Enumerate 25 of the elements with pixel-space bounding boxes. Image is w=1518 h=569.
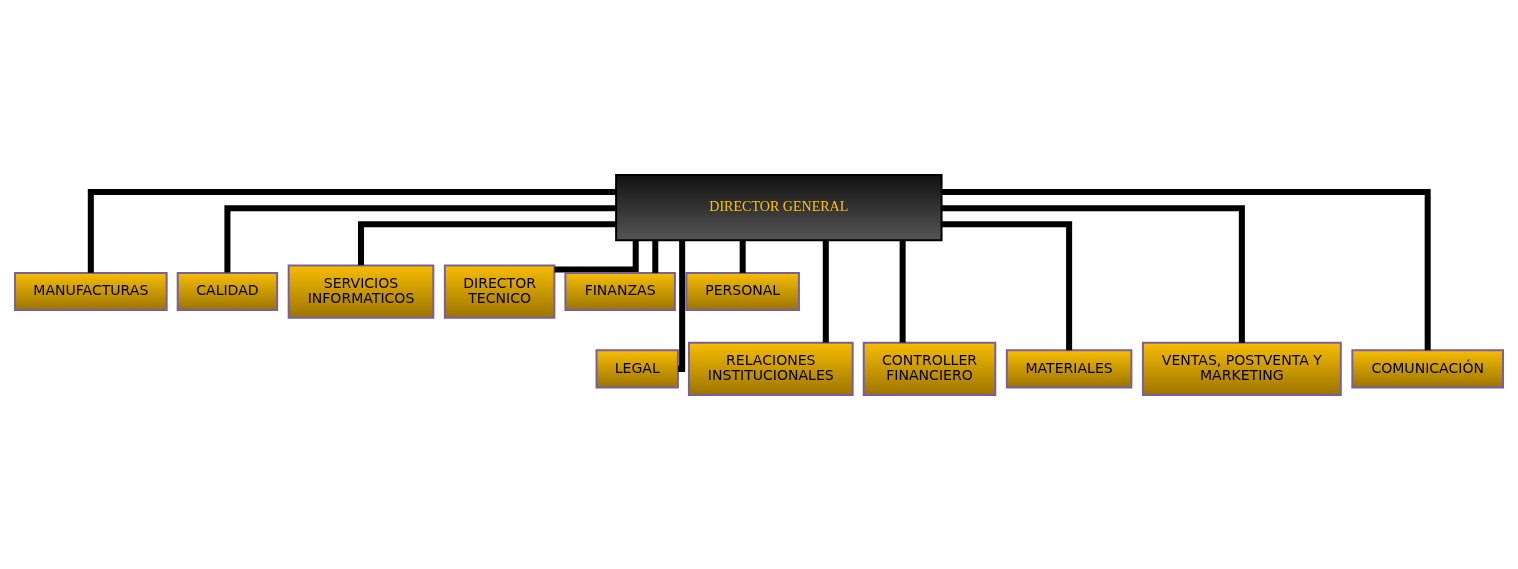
node-box: SERVICIOS INFORMATICOS: [287, 263, 435, 319]
connector: [822, 240, 829, 343]
connector: [358, 220, 617, 265]
node-box: MANUFACTURAS: [14, 271, 168, 311]
connector: [224, 204, 616, 273]
node-box: CONTROLLER FINANCIERO: [862, 341, 997, 396]
connector: [941, 220, 1073, 350]
connector: [899, 240, 906, 343]
node-box: RELACIONES INSTITUCIONALES: [687, 341, 854, 396]
connector: [678, 240, 686, 372]
connector: [554, 239, 639, 272]
node-box: FINANZAS: [564, 271, 676, 311]
node-box: DIRECTOR TECNICO: [443, 263, 556, 319]
connector: [652, 239, 659, 273]
connector: [941, 204, 1245, 343]
node-box: CALIDAD: [176, 271, 279, 311]
node-box: LEGAL: [595, 348, 679, 388]
node-box: VENTAS, POSTVENTA Y MARKETING: [1141, 341, 1342, 396]
connector: [87, 188, 616, 273]
node-box: COMUNICACIÓN: [1351, 348, 1504, 388]
node-box: PERSONAL: [685, 271, 800, 311]
connector: [941, 188, 1431, 350]
node-box: MATERIALES: [1005, 348, 1133, 388]
node-box: DIRECTOR GENERAL: [615, 173, 943, 241]
connector: [739, 239, 746, 273]
